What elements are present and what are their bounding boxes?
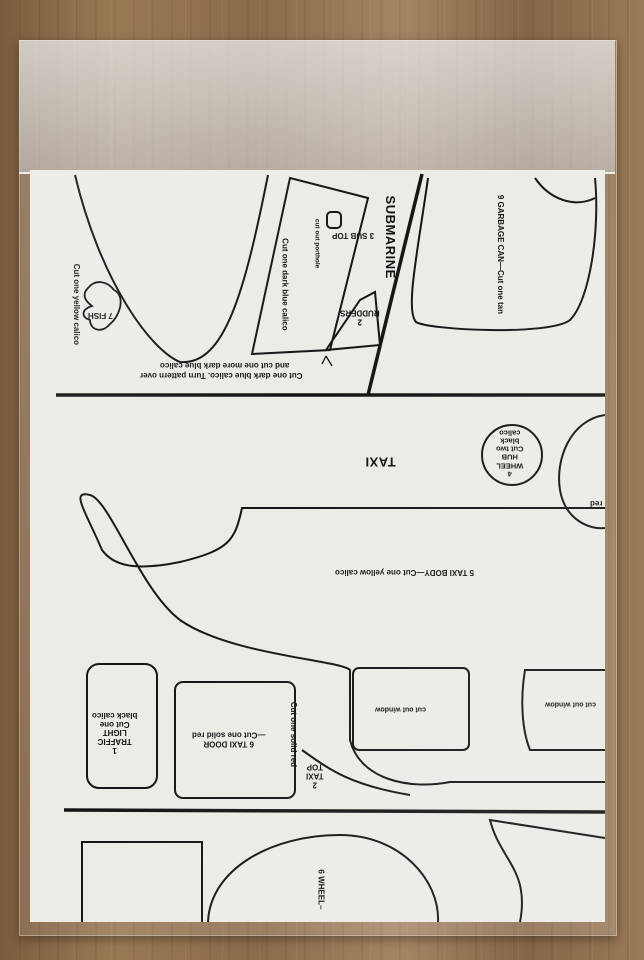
wheel-hub-outline xyxy=(481,424,543,486)
center-window-outline xyxy=(352,667,470,751)
traffic-light-outline xyxy=(86,663,158,789)
center-window-note: cut out window xyxy=(375,705,426,713)
divider-submarine-garbage xyxy=(366,173,424,396)
bottom-wheel-outline xyxy=(207,833,440,922)
taxi-body-outline xyxy=(79,493,605,786)
pattern-outlines xyxy=(56,173,605,922)
porthole-outline xyxy=(326,211,342,229)
taxi-title: TAXI xyxy=(365,454,396,470)
rudders-pointer xyxy=(321,355,333,367)
fish-label: 7 FISH xyxy=(88,310,113,320)
sub-top-cut-note: Cut one dark blue calico xyxy=(280,238,290,331)
garbage-can-label: 9 GARBAGE CAN—Cut one tan xyxy=(495,194,505,314)
submarine-title: SUBMARINE xyxy=(382,195,398,279)
taxi-top-cut-note: Cut one solid red xyxy=(289,701,299,768)
sub-top-label: 3 SUB TOP xyxy=(332,230,375,240)
divider-bottom-section xyxy=(63,808,605,814)
taxi-body-label: 5 TAXI BODY—Cut one yellow calico xyxy=(335,567,474,577)
front-window-outline xyxy=(521,669,605,751)
rudders-cut-line-1: Cut one dark blue calico. Turn pattern o… xyxy=(140,370,303,380)
submarine-hull-outline xyxy=(74,174,269,364)
porthole-note: cut out porthole xyxy=(313,218,321,269)
rudders-cut-line-2: and cut one more dark blue calico xyxy=(160,360,290,370)
wheel-label: 6 WHEEL– xyxy=(316,869,326,910)
wheel-edge-fragment: red xyxy=(590,498,603,508)
taxi-door-label: 6 TAXI DOOR —Cut one solid red xyxy=(192,730,266,749)
bottom-right-outline xyxy=(488,818,605,922)
taxi-wheel-outline xyxy=(558,414,605,530)
taxi-top-outline xyxy=(301,749,411,796)
taxi-door-outline xyxy=(174,681,296,799)
sub-top-outline xyxy=(250,176,370,356)
plastic-sleeve-flap xyxy=(19,40,615,174)
fish-outline xyxy=(82,281,122,331)
garbage-can-outline xyxy=(410,177,598,332)
taxi-top-label: 2 TAXI TOP xyxy=(306,762,324,790)
front-window-note: cut out window xyxy=(545,700,596,708)
bottom-left-outline xyxy=(81,841,203,922)
pattern-sheet: SUBMARINE 3 SUB TOP cut out porthole Cut… xyxy=(30,170,605,922)
traffic-light-label: 1 TRAFFIC LIGHT Cut one black calico xyxy=(92,710,138,755)
rudders-label: 2 RUDDERS xyxy=(340,308,380,327)
fish-cut-note: Cut one yellow calico xyxy=(72,263,82,346)
garbage-can-lid-outline xyxy=(534,177,596,204)
wheel-hub-label: 4 WHEEL HUB Cut two black calico xyxy=(496,428,524,479)
